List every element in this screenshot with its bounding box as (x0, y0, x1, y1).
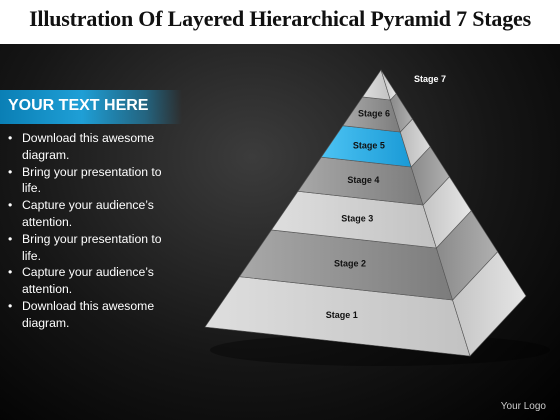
stage-1-label: Stage 1 (326, 310, 358, 320)
logo-text: Your Logo (500, 401, 546, 412)
bullet-item: Download this awesome diagram. (6, 298, 178, 332)
bullet-item: Download this awesome diagram. (6, 130, 178, 164)
bullet-item: Capture your audience’s attention. (6, 264, 178, 298)
bullet-item: Bring your presentation to life. (6, 231, 178, 265)
bullet-item: Capture your audience’s attention. (6, 197, 178, 231)
stage-4-label: Stage 4 (347, 175, 379, 185)
header-bar: Illustration Of Layered Hierarchical Pyr… (0, 0, 560, 44)
bullet-list: Download this awesome diagram. Bring you… (6, 130, 178, 332)
bullet-item: Bring your presentation to life. (6, 164, 178, 198)
stage-7-side-face (380, 69, 397, 101)
stage-7-label: Stage 7 (414, 74, 446, 84)
text-placeholder-banner: YOUR TEXT HERE (0, 90, 182, 124)
stage-6-label: Stage 6 (358, 109, 390, 119)
stage-5-label: Stage 5 (353, 140, 385, 150)
stage-3-label: Stage 3 (341, 214, 373, 224)
text-placeholder-heading: YOUR TEXT HERE (8, 97, 149, 114)
page-title: Illustration Of Layered Hierarchical Pyr… (29, 6, 531, 31)
stage-2-label: Stage 2 (334, 259, 366, 269)
